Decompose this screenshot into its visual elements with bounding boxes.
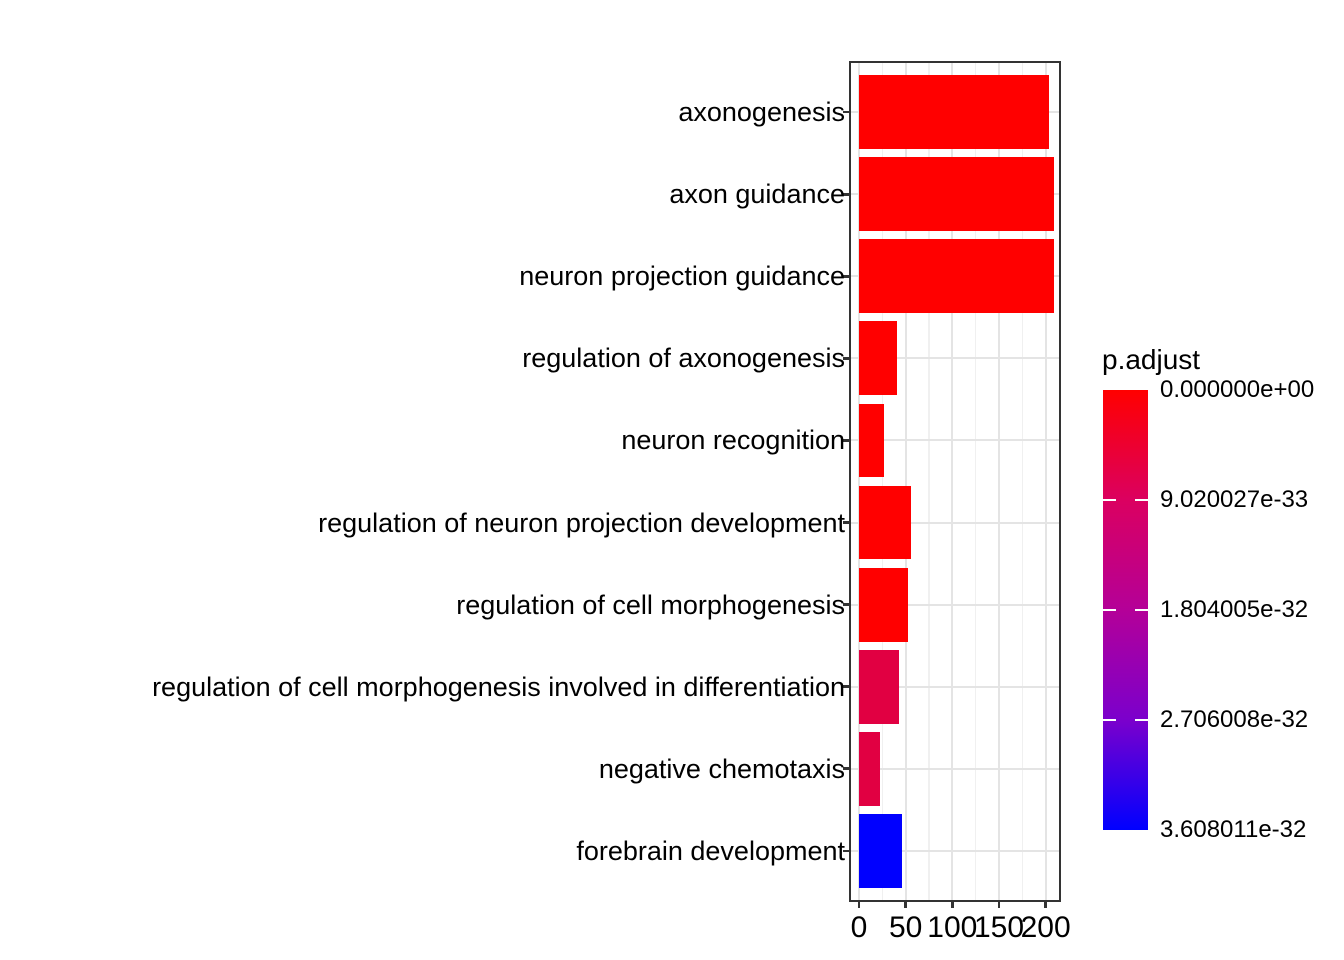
- gridline-horizontal-major: [851, 357, 1059, 360]
- x-axis-tick: [951, 900, 954, 908]
- legend-tick-label: 2.706008e-32: [1160, 706, 1309, 733]
- colorbar-tick-left: [1103, 608, 1116, 612]
- bar: [859, 649, 900, 724]
- category-label: regulation of neuron projection developm…: [318, 507, 845, 538]
- y-axis-tick: [843, 603, 851, 606]
- gridline-vertical-major: [858, 63, 860, 900]
- colorbar-tick-right: [1135, 608, 1148, 612]
- gridline-vertical-major: [997, 63, 1000, 900]
- legend-tick-label: 1.804005e-32: [1160, 596, 1309, 623]
- y-axis-tick: [843, 849, 851, 852]
- gridline-vertical-major: [904, 63, 907, 900]
- gridline-horizontal-major: [851, 767, 1059, 770]
- colorbar-tick-right: [1135, 718, 1148, 722]
- y-axis-tick: [843, 767, 851, 770]
- legend-tick-label: 3.608011e-32: [1160, 816, 1307, 843]
- legend-tick-label: 0.000000e+00: [1160, 376, 1315, 403]
- x-axis-tick: [857, 900, 861, 908]
- gridline-vertical-major: [1044, 63, 1047, 900]
- y-axis-tick: [843, 275, 851, 278]
- category-label: regulation of axonogenesis: [522, 343, 845, 374]
- bar: [859, 485, 912, 560]
- x-tick-label: 100: [927, 911, 978, 944]
- x-tick-label: 50: [888, 911, 923, 944]
- bar: [859, 157, 1055, 232]
- y-axis-tick: [843, 357, 851, 360]
- bar: [859, 321, 898, 396]
- x-axis-tick: [904, 900, 907, 908]
- category-label: regulation of cell morphogenesis: [456, 589, 845, 620]
- gridline-horizontal-major: [851, 603, 1059, 606]
- bar: [859, 813, 902, 888]
- y-axis-tick: [843, 110, 851, 114]
- bar: [859, 731, 881, 806]
- bar: [859, 567, 909, 642]
- gridline-horizontal-major: [851, 439, 1059, 442]
- y-axis-tick: [843, 521, 851, 524]
- x-tick-label: 0: [850, 911, 868, 944]
- x-tick-label: 200: [1020, 911, 1071, 944]
- bar: [859, 239, 1055, 314]
- legend-tick-label: 9.020027e-33: [1160, 486, 1309, 513]
- gridline-horizontal-major: [851, 685, 1059, 688]
- y-axis-tick: [843, 685, 851, 688]
- colorbar-tick-right: [1135, 498, 1148, 502]
- category-label: axonogenesis: [678, 97, 845, 128]
- bar: [859, 403, 885, 478]
- x-axis-tick: [997, 900, 1001, 908]
- gridline-horizontal-major: [851, 849, 1059, 852]
- gridline-vertical-minor: [881, 63, 884, 900]
- gridline-vertical-minor: [1021, 63, 1024, 900]
- category-label: axon guidance: [669, 179, 845, 210]
- y-axis-tick: [843, 193, 851, 196]
- gridline-horizontal-major: [851, 521, 1059, 524]
- category-label: regulation of cell morphogenesis involve…: [152, 671, 845, 702]
- legend-title: p.adjust: [1102, 344, 1201, 375]
- y-axis-tick: [843, 439, 851, 442]
- gridline-vertical-minor: [928, 63, 930, 900]
- category-label: negative chemotaxis: [598, 753, 845, 784]
- category-label: forebrain development: [576, 835, 845, 866]
- x-axis-tick: [1044, 900, 1047, 908]
- bar: [859, 75, 1050, 150]
- x-tick-label: 150: [973, 911, 1025, 944]
- colorbar-tick-left: [1103, 498, 1116, 502]
- category-label: neuron recognition: [621, 425, 845, 456]
- gridline-vertical-minor: [974, 63, 977, 900]
- category-label: neuron projection guidance: [519, 261, 845, 292]
- gridline-vertical-major: [951, 63, 954, 900]
- colorbar-tick-left: [1103, 718, 1116, 722]
